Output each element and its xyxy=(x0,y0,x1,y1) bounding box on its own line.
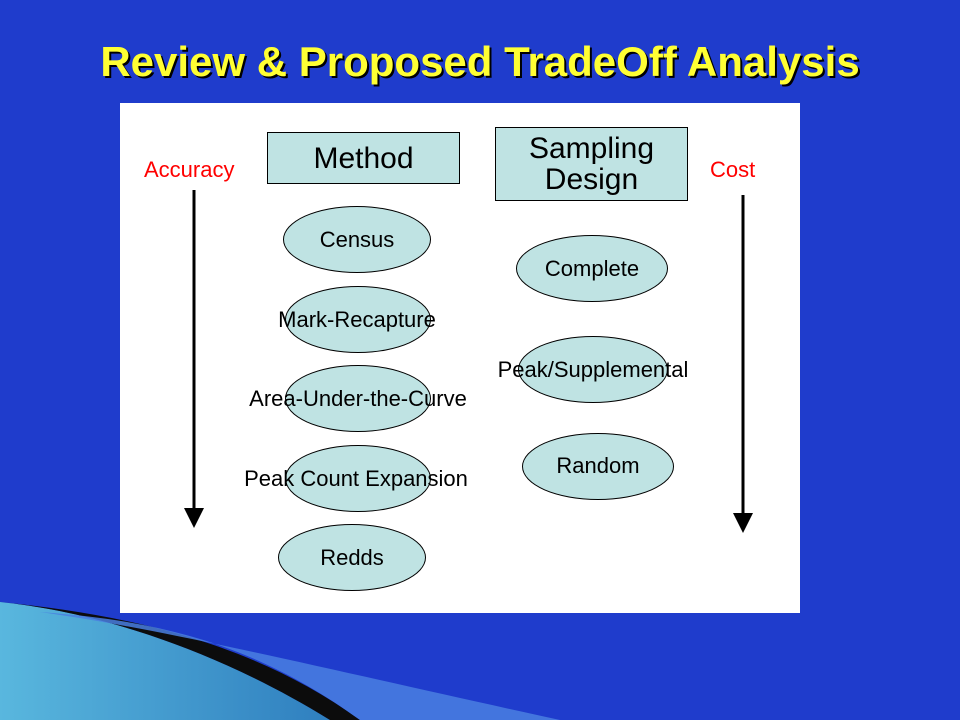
axis-arrows xyxy=(184,190,753,533)
sampling-node-complete xyxy=(516,235,668,302)
method-node-redds xyxy=(278,524,426,591)
method-node-census xyxy=(283,206,431,273)
diagram-panel: Method Sampling Design Accuracy Cost Cen… xyxy=(120,103,800,613)
method-node-area-under-the-curve xyxy=(285,365,431,432)
sampling-label-peak-supplemental: Peak/Supplemental xyxy=(497,357,689,382)
method-header: Method xyxy=(267,132,460,184)
decorative-swoosh xyxy=(0,602,560,720)
sampling-design-header: Sampling Design xyxy=(495,127,688,201)
accuracy-arrow xyxy=(184,190,204,528)
cost-axis-label: Cost xyxy=(710,157,756,182)
sampling-node-random xyxy=(522,433,674,500)
sampling-label-random: Random xyxy=(556,453,640,478)
method-label-redds: Redds xyxy=(320,545,384,570)
method-node-mark-recapture xyxy=(285,286,431,353)
method-label-area-under-the-curve: Area-Under-the-Curve xyxy=(249,386,467,411)
sampling-label-complete: Complete xyxy=(544,256,640,281)
cost-arrow xyxy=(733,195,753,533)
method-label-peak-count-expansion: Peak Count Expansion xyxy=(244,466,468,491)
slide-title: Review & Proposed TradeOff Analysis xyxy=(100,38,860,85)
accuracy-axis-label: Accuracy xyxy=(144,157,235,182)
method-label-mark-recapture: Mark-Recapture xyxy=(278,307,436,332)
method-label-census: Census xyxy=(319,227,395,252)
method-node-peak-count-expansion xyxy=(285,445,431,512)
method-header-label: Method xyxy=(313,141,414,175)
sampling-design-header-label: Sampling Design xyxy=(528,132,655,196)
sampling-node-peak-supplemental xyxy=(518,336,668,403)
